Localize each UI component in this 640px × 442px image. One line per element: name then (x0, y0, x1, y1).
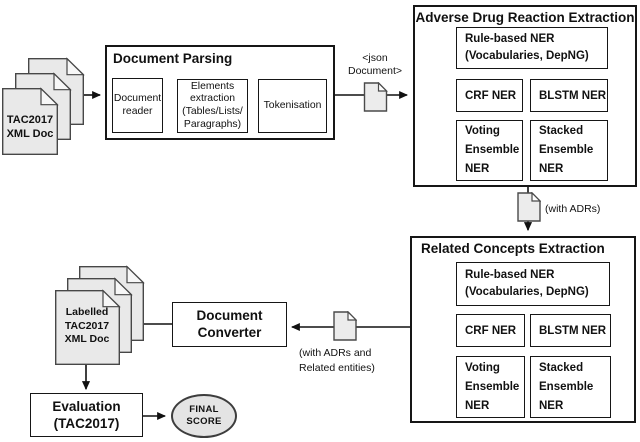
json-document-line: Document> (348, 65, 402, 77)
adr-blstm-label: BLSTM NER (539, 89, 607, 102)
adr-voting-label: Voting (465, 125, 500, 137)
document-page (55, 265, 145, 365)
adr-crf-label: CRF NER (465, 89, 517, 102)
related-output-document-icon (333, 311, 357, 341)
related-rule-based-label: Rule-based NER (465, 269, 555, 281)
adr-stacked-box: Stacked Ensemble NER (530, 120, 608, 181)
input-doc-stack-label: TAC2017 XML Doc (2, 113, 58, 141)
tokenisation-box: Tokenisation (258, 79, 327, 133)
evaluation-box: Evaluation (TAC2017) (30, 393, 143, 437)
input-doc-line: TAC2017 (6, 114, 54, 126)
related-voting-label: NER (465, 399, 490, 412)
adr-stacked-label: Stacked (539, 125, 584, 137)
final-score-ellipse: FINAL SCORE (171, 394, 237, 438)
adr-output-label: (with ADRs) (545, 203, 601, 215)
related-stacked-label: Stacked (539, 361, 584, 374)
document-converter-box: Document Converter (172, 302, 287, 347)
final-score-label: SCORE (186, 416, 222, 427)
evaluation-label: (TAC2017) (53, 416, 120, 431)
related-stacked-box: Stacked Ensemble NER (530, 356, 611, 418)
related-crf-box: CRF NER (456, 314, 525, 347)
tokenisation-label: Tokenisation (263, 99, 322, 111)
labelled-doc-stack (55, 265, 145, 365)
document-reader-label: reader (122, 105, 153, 117)
evaluation-label: Evaluation (52, 399, 121, 414)
adr-rule-based-box: Rule-based NER (Vocabularies, DepNG) (456, 27, 608, 69)
adr-stacked-label: NER (539, 163, 564, 175)
adr-extraction-title: Adverse Drug Reaction Extraction (415, 10, 635, 25)
adr-crf-box: CRF NER (456, 79, 523, 112)
document-page (2, 57, 85, 155)
adr-voting-label: NER (465, 163, 490, 175)
document-reader-box: Document reader (112, 78, 163, 133)
adr-stacked-label: Ensemble (539, 144, 594, 156)
adr-rule-based-label: Rule-based NER (465, 33, 555, 45)
related-blstm-box: BLSTM NER (530, 314, 611, 347)
json-document-icon (363, 82, 388, 112)
json-document-line: <json (362, 52, 388, 64)
document-converter-label: Document (196, 308, 263, 323)
input-doc-stack (2, 57, 85, 155)
elements-extraction-label: Elements (190, 80, 235, 92)
related-output-label: (with ADRs and Related entities) (299, 346, 375, 376)
related-rule-based-label: (Vocabularies, DepNG) (465, 286, 589, 298)
related-voting-label: Ensemble (465, 380, 520, 393)
related-voting-box: Voting Ensemble NER (456, 356, 525, 418)
related-rule-based-box: Rule-based NER (Vocabularies, DepNG) (456, 262, 610, 306)
labelled-doc-line: Labelled (65, 306, 109, 318)
document-reader-label: Document (113, 92, 162, 104)
related-stacked-label: Ensemble (539, 380, 594, 393)
adr-voting-box: Voting Ensemble NER (456, 120, 523, 181)
adr-output-document-icon (517, 192, 541, 222)
related-output-line: Related entities) (299, 362, 375, 374)
input-doc-line: XML Doc (6, 128, 54, 140)
elements-extraction-label: (Tables/Lists/ (182, 106, 243, 117)
document-parsing-title: Document Parsing (113, 51, 233, 66)
related-stacked-label: NER (539, 399, 564, 412)
elements-extraction-label: Paragraphs) (183, 118, 242, 130)
elements-extraction-label: extraction (189, 93, 236, 105)
document-converter-label: Converter (197, 324, 262, 340)
adr-rule-based-label: (Vocabularies, DepNG) (465, 50, 589, 62)
json-document-label: <json Document> (336, 52, 414, 78)
labelled-doc-line: XML Doc (64, 333, 110, 345)
final-score-label: FINAL (189, 404, 219, 415)
labelled-doc-stack-label: Labelled TAC2017 XML Doc (55, 306, 119, 347)
related-output-line: (with ADRs and (299, 347, 372, 359)
adr-voting-label: Ensemble (465, 144, 520, 156)
elements-extraction-box: Elements extraction (Tables/Lists/ Parag… (177, 79, 248, 133)
labelled-doc-line: TAC2017 (64, 319, 110, 332)
related-crf-label: CRF NER (465, 324, 517, 337)
related-voting-label: Voting (465, 361, 500, 374)
related-extraction-title: Related Concepts Extraction (421, 241, 605, 256)
adr-blstm-box: BLSTM NER (530, 79, 608, 112)
related-blstm-label: BLSTM NER (539, 324, 607, 337)
